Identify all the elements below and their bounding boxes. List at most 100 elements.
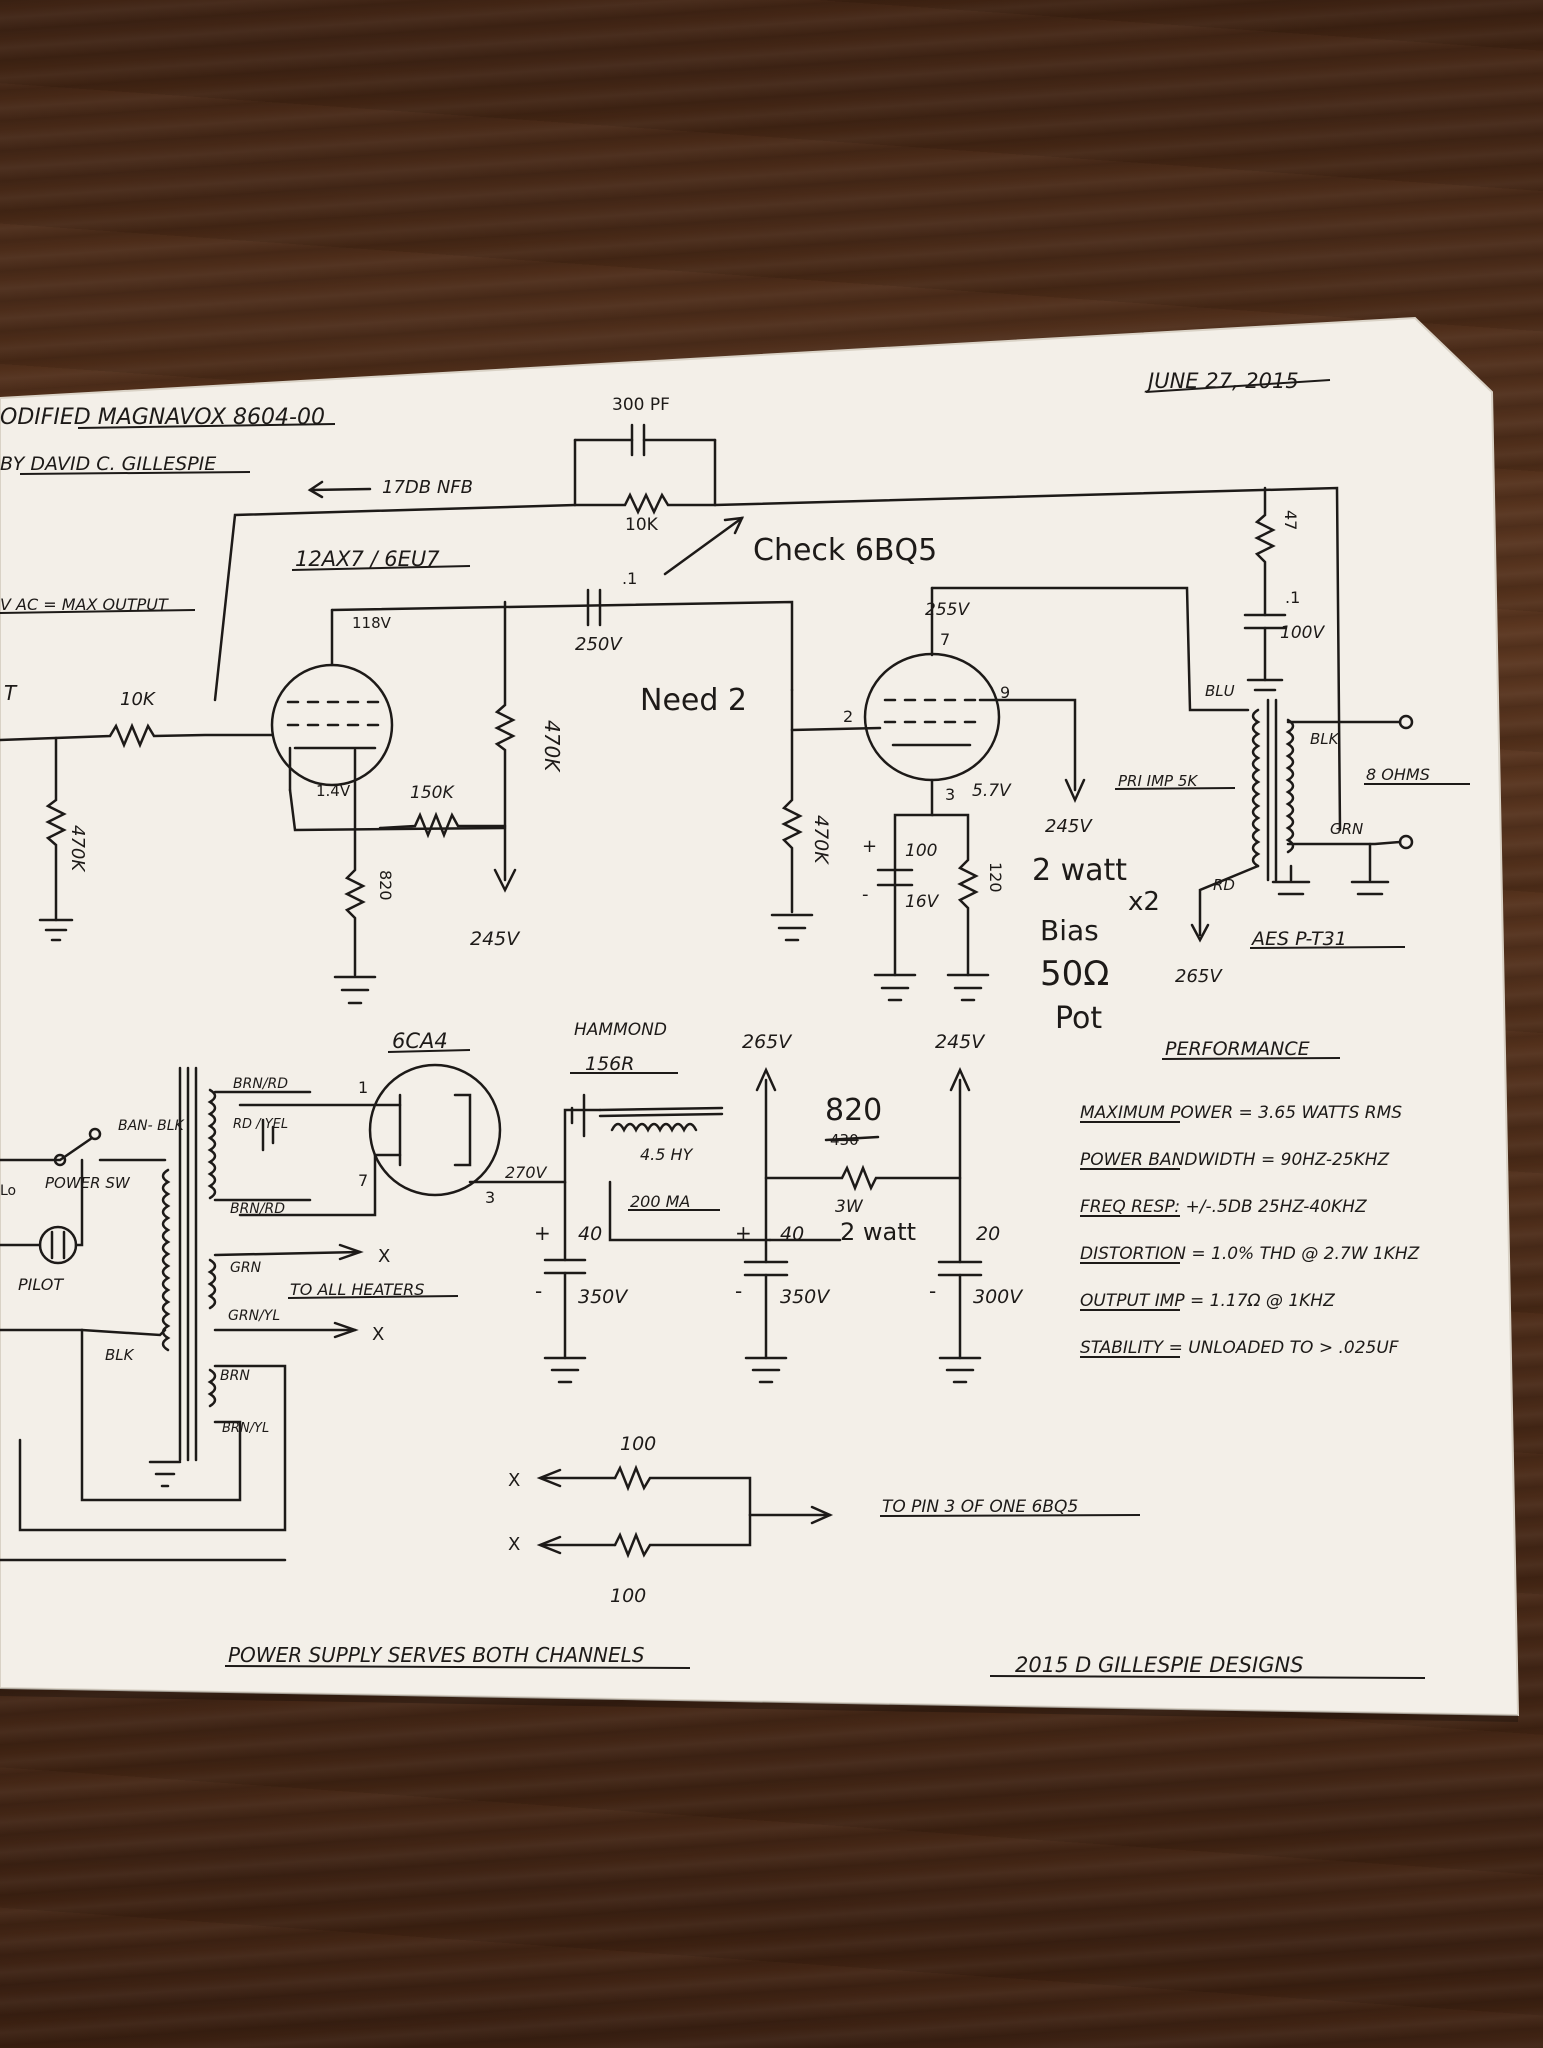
nfb-label: 17DB NFB: [382, 477, 473, 498]
performance-list: MAXIMUM POWER = 3.65 WATTS RMS POWER BAND…: [1080, 1103, 1420, 1358]
performance-item: MAXIMUM POWER = 3.65 WATTS RMS: [1080, 1103, 1402, 1123]
output-plate-v: 255V: [925, 600, 970, 620]
secondary-winding: [1285, 718, 1295, 854]
cap3-v: 300V: [973, 1286, 1024, 1308]
note-pot2: Pot: [1055, 1001, 1102, 1036]
fb-res-label: 10K: [625, 515, 659, 535]
performance-item: STABILITY = UNLOADED TO > .025UF: [1080, 1338, 1399, 1358]
pt-brn-rd2: BRN/RD: [230, 1201, 285, 1217]
cap3-val: 20: [976, 1223, 1000, 1245]
output-pin7: 7: [940, 630, 950, 649]
choke-winding: [610, 1122, 698, 1133]
output-grid-res: 470K: [810, 815, 832, 865]
pt-rd-yel: RD / YEL: [233, 1117, 288, 1132]
paper: [0, 316, 1520, 1717]
cap1-minus: -: [535, 1279, 542, 1303]
perf-title: PERFORMANCE: [1165, 1038, 1310, 1060]
output-cap-val: 100: [905, 841, 937, 861]
rect-tube: [368, 1063, 502, 1197]
preamp-cathode-v: 1.4V: [316, 782, 351, 800]
fb-cap-label: 300 PF: [612, 395, 670, 415]
ban-blk-label: BAN- BLK: [118, 1118, 186, 1134]
pt-secondary-rect: [207, 1368, 217, 1408]
choke-model: 156R: [585, 1053, 634, 1075]
pt-secondary-hv: [207, 1088, 217, 1200]
author-text: BY DAVID C. GILLESPIE: [0, 453, 216, 475]
output-pin2: 2: [843, 707, 853, 726]
heater-x2: X: [372, 1324, 384, 1345]
fb-resistor: [573, 492, 717, 515]
footer-right: 2015 D GILLESPIE DESIGNS: [1015, 1653, 1304, 1677]
input-res-label: 10K: [120, 689, 156, 710]
cap1-val: 40: [578, 1223, 602, 1245]
note-x2: x2: [1128, 887, 1160, 917]
rect-tube-label: 6CA4: [392, 1029, 448, 1053]
bplus2-v: 245V: [935, 1031, 986, 1053]
left-stub-text: T: [4, 681, 18, 705]
output-screen-v: 245V: [1045, 816, 1093, 837]
pt-brn: BRN: [220, 1368, 250, 1384]
coupling-v-label: 250V: [575, 634, 623, 655]
cap1-v: 350V: [578, 1286, 629, 1308]
hum-note: TO PIN 3 OF ONE 6BQ5: [882, 1497, 1078, 1517]
output-cap-minus: -: [862, 884, 869, 905]
note-pot: 50Ω: [1040, 954, 1109, 994]
prim-imp-label: PRI IMP 5K: [1118, 772, 1198, 790]
output-cathode-res: 120: [986, 862, 1005, 893]
paper-shadow: [0, 1688, 1518, 1722]
power-sw-stub: Lo: [0, 1183, 16, 1199]
power-sw-label: POWER SW: [45, 1174, 131, 1192]
xfmr-blu: BLU: [1205, 682, 1235, 700]
pt-primary: [161, 1168, 171, 1352]
coupling-cap-label: .1: [622, 569, 637, 588]
note-bias: Bias: [1040, 914, 1099, 947]
xfmr-ohms: 8 OHMS: [1366, 765, 1430, 784]
snub-c: .1: [1285, 588, 1300, 607]
heater-x1: X: [378, 1246, 390, 1267]
choke-h: 4.5 HY: [640, 1145, 694, 1164]
drop-res-watt: 3W: [835, 1197, 864, 1217]
hum-r1: 100: [620, 1433, 656, 1455]
pt-brn-yl: BRN/YL: [222, 1421, 269, 1436]
xfmr-rd: RD: [1213, 876, 1235, 894]
xfmr-grn: GRN: [1330, 820, 1363, 838]
output-cap-plus: +: [862, 836, 877, 857]
cap1-plus: +: [534, 1221, 551, 1245]
cathode-res-label: 820: [376, 870, 395, 901]
drop-res: 820: [825, 1093, 882, 1128]
cap2-plus: +: [735, 1221, 752, 1245]
rect-pin1: 1: [358, 1078, 368, 1097]
heaters-label: TO ALL HEATERS: [290, 1280, 424, 1299]
note-check: Check 6BQ5: [753, 533, 937, 568]
cap2-v: 350V: [780, 1286, 831, 1308]
grid-res-label: 470K: [67, 825, 88, 872]
preamp-supply-label: 245V: [470, 928, 521, 950]
hum-x1: X: [508, 1470, 520, 1491]
output-cap-v: 16V: [905, 892, 940, 912]
snub-v: 100V: [1280, 623, 1325, 643]
cap3-minus: -: [929, 1279, 936, 1303]
date-text: JUNE 27, 2015: [1144, 369, 1299, 393]
rect-pin7: 7: [358, 1171, 368, 1190]
drop-res-watt2: 2 watt: [840, 1218, 916, 1246]
primary-winding: [1251, 708, 1261, 868]
preamp-plate-res: 470K: [540, 720, 564, 773]
xfmr-model: AES P-T31: [1250, 928, 1347, 950]
performance-item: FREQ RESP: +/-.5DB 25HZ-40KHZ: [1080, 1197, 1367, 1217]
choke-make: HAMMOND: [574, 1020, 667, 1040]
output-pin3: 3: [945, 785, 955, 804]
snub-r: 47: [1281, 510, 1300, 530]
footer-left: POWER SUPPLY SERVES BOTH CHANNELS: [228, 1643, 645, 1667]
performance-item: POWER BANDWIDTH = 90HZ-25KHZ: [1080, 1150, 1390, 1170]
choke-ma: 200 MA: [630, 1192, 690, 1211]
pt-brn-rd: BRN/RD: [233, 1076, 288, 1092]
left-note-text: V AC = MAX OUTPUT: [0, 595, 169, 614]
fb-150k-label: 150K: [410, 783, 455, 803]
pt-grn-yl: GRN/YL: [228, 1308, 280, 1324]
preamp-plate-v: 118V: [352, 614, 392, 632]
xfmr-blk: BLK: [1310, 730, 1340, 748]
hum-r2: 100: [610, 1585, 646, 1607]
pilot-label: PILOT: [18, 1275, 64, 1294]
pt-secondary-heater: [207, 1258, 217, 1310]
